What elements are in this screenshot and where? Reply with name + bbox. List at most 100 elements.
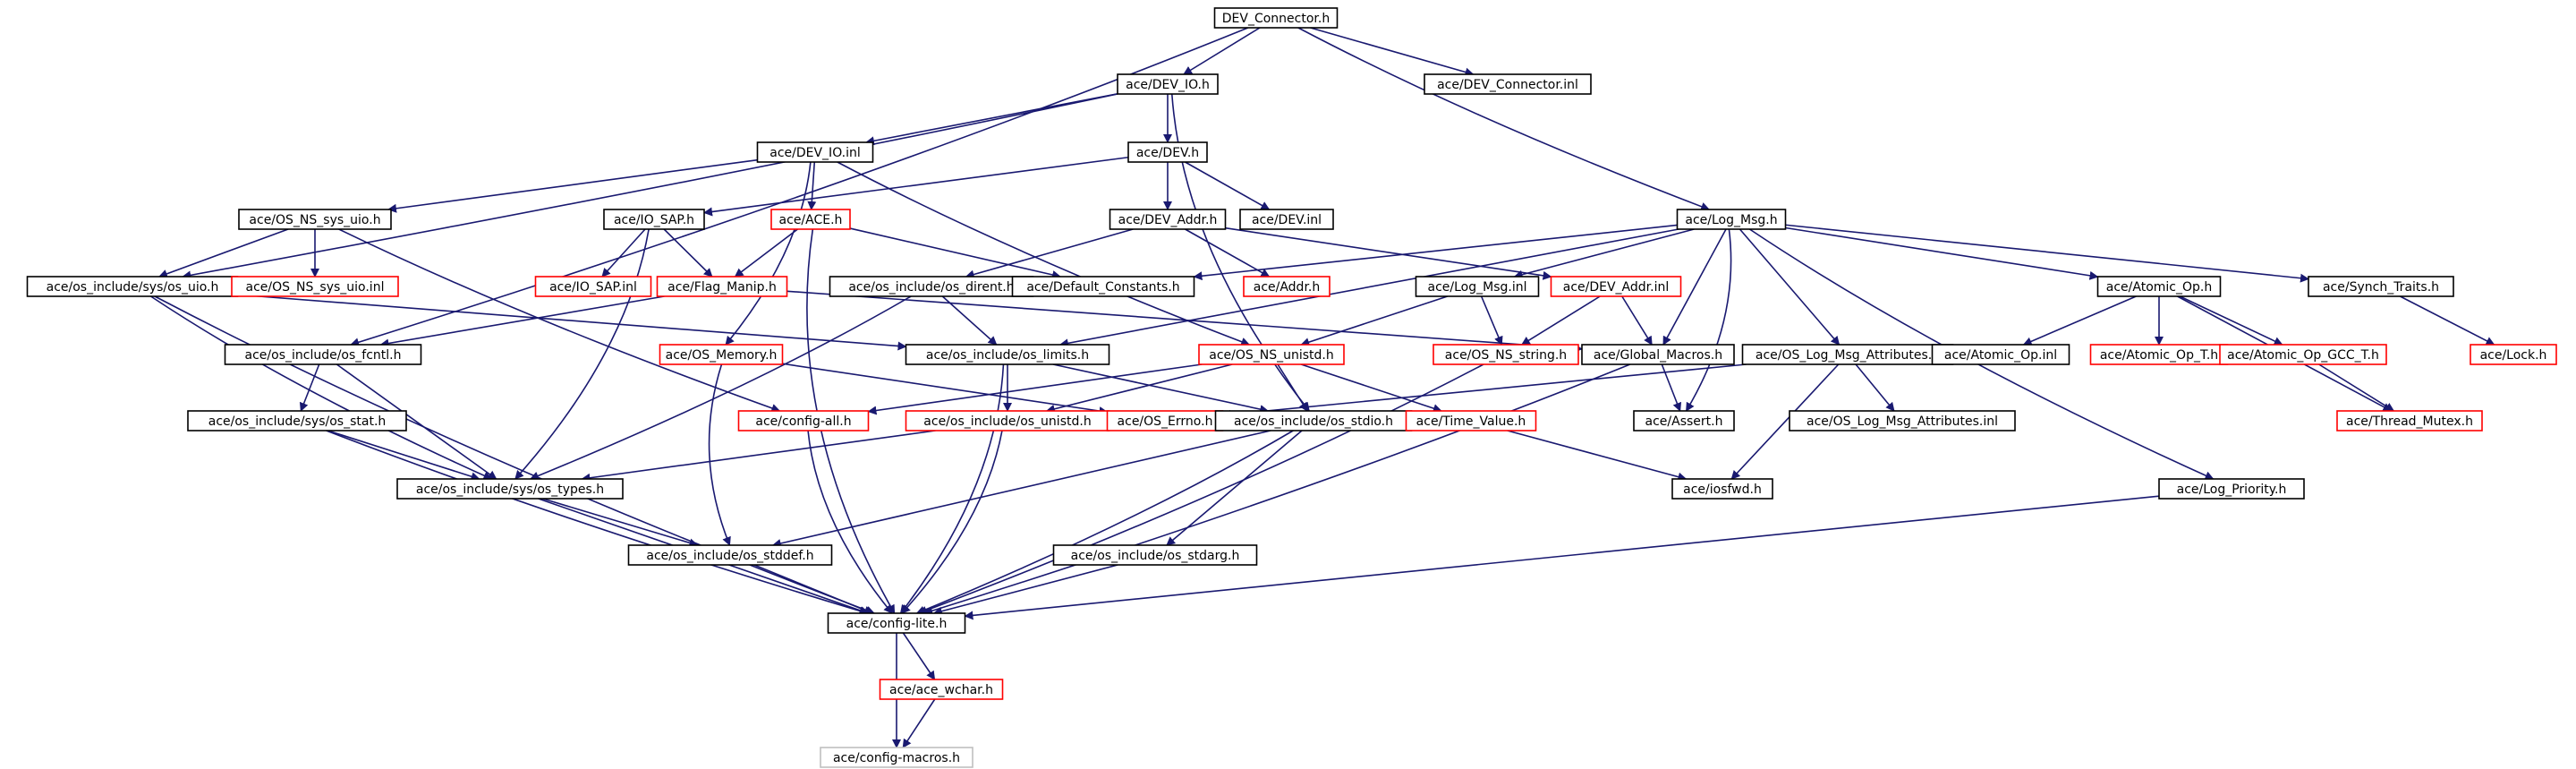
edge-dev_addr_inl-to-global_macros_h bbox=[1621, 295, 1653, 346]
node-label: ace/Atomic_Op_GCC_T.h bbox=[2227, 348, 2379, 363]
node-dev-io-h[interactable]: ace/DEV_IO.h bbox=[1117, 73, 1219, 95]
edge-log_msg_h-to-default_constants_h bbox=[1193, 224, 1678, 281]
node-default-constants-h[interactable]: ace/Default_Constants.h bbox=[1011, 276, 1195, 297]
node-os-errno-h[interactable]: ace/OS_Errno.h bbox=[1106, 410, 1224, 431]
node-box bbox=[231, 276, 399, 297]
node-box bbox=[656, 276, 788, 297]
node-log-msg-inl[interactable]: ace/Log_Msg.inl bbox=[1415, 276, 1540, 297]
edge-sys_uio_h-to-sys_os_types_h bbox=[150, 295, 493, 480]
node-box bbox=[1198, 344, 1345, 365]
node-label: ace/config-lite.h bbox=[846, 617, 948, 631]
node-dev-h[interactable]: ace/DEV.h bbox=[1127, 141, 1208, 163]
node-io-sap-inl[interactable]: ace/IO_SAP.inl bbox=[534, 276, 652, 297]
node-label: ace/os_include/sys/os_stat.h bbox=[208, 414, 387, 429]
node-label: ace/OS_Log_Msg_Attributes.inl bbox=[1807, 414, 1998, 429]
node-lock-h[interactable]: ace/Lock.h bbox=[2470, 344, 2557, 365]
node-os-ns-sys-uio-inl[interactable]: ace/OS_NS_sys_uio.inl bbox=[231, 276, 399, 297]
node-os-ns-sys-uio-h[interactable]: ace/OS_NS_sys_uio.h bbox=[238, 209, 392, 230]
node-box bbox=[224, 344, 422, 365]
node-synch-traits-h[interactable]: ace/Synch_Traits.h bbox=[2308, 276, 2454, 297]
node-box bbox=[1789, 410, 2016, 431]
node-box bbox=[2158, 478, 2305, 500]
node-dev-io-inl[interactable]: ace/DEV_IO.inl bbox=[756, 141, 874, 163]
node-flag-manip-h[interactable]: ace/Flag_Manip.h bbox=[656, 276, 788, 297]
node-global-macros-h[interactable]: ace/Global_Macros.h bbox=[1581, 344, 1735, 365]
edge-dev_addr_h-to-addr_h bbox=[1185, 228, 1271, 278]
node-thread-mutex-h[interactable]: ace/Thread_Mutex.h bbox=[2336, 410, 2483, 431]
node-os-stddef-h[interactable]: ace/os_include/os_stddef.h bbox=[627, 544, 833, 566]
node-atomic-op-inl[interactable]: ace/Atomic_Op.inl bbox=[1931, 344, 2070, 365]
node-os-ns-string-h[interactable]: ace/OS_NS_string.h bbox=[1433, 344, 1579, 365]
edge-dev_h-to-io_sap_h bbox=[703, 156, 1129, 217]
node-os-dirent-h[interactable]: ace/os_include/os_dirent.h bbox=[829, 276, 1034, 297]
edge-global_macros_h-to-assert_h bbox=[1661, 363, 1682, 412]
node-box bbox=[1243, 276, 1331, 297]
node-box bbox=[238, 209, 392, 230]
node-box bbox=[1415, 276, 1540, 297]
node-atomic-op-h[interactable]: ace/Atomic_Op.h bbox=[2096, 276, 2222, 297]
node-sys-os-stat-h[interactable]: ace/os_include/sys/os_stat.h bbox=[187, 410, 407, 431]
edge-os_ns_unistd_h-to-os_stdio_h bbox=[1277, 363, 1308, 412]
node-label: ace/DEV_IO.h bbox=[1126, 78, 1210, 92]
edge-log_msg_h-to-assert_h bbox=[1685, 228, 1732, 412]
node-layer: DEV_Connector.h ace/DEV_IO.h ace/DEV_Conne… bbox=[26, 7, 2557, 768]
node-label: ace/os_include/os_fcntl.h bbox=[245, 348, 402, 363]
node-label: ace/DEV.h bbox=[1136, 146, 1199, 160]
node-os-stdio-h[interactable]: ace/os_include/os_stdio.h bbox=[1214, 410, 1413, 431]
node-os-unistd-h[interactable]: ace/os_include/os_unistd.h bbox=[905, 410, 1110, 431]
node-box bbox=[396, 478, 624, 500]
node-os-limits-h[interactable]: ace/os_include/os_limits.h bbox=[905, 344, 1110, 365]
edge-synch_traits_h-to-lock_h bbox=[2400, 295, 2495, 346]
node-os-memory-h[interactable]: ace/OS_Memory.h bbox=[659, 344, 784, 365]
node-iosfwd-h[interactable]: ace/iosfwd.h bbox=[1671, 478, 1773, 500]
node-atomic-op-t-h[interactable]: ace/Atomic_Op_T.h bbox=[2089, 344, 2229, 365]
node-label: ace/os_include/sys/os_types.h bbox=[416, 483, 604, 497]
node-dev-connector-inl[interactable]: ace/DEV_Connector.inl bbox=[1424, 73, 1592, 95]
node-label: ace/Synch_Traits.h bbox=[2323, 280, 2439, 295]
node-os-fcntl-h[interactable]: ace/os_include/os_fcntl.h bbox=[224, 344, 422, 365]
node-os-stdarg-h[interactable]: ace/os_include/os_stdarg.h bbox=[1052, 544, 1258, 566]
edge-log_msg_h-to-synch_traits_h bbox=[1785, 224, 2309, 283]
node-assert-h[interactable]: ace/Assert.h bbox=[1633, 410, 1735, 431]
node-box bbox=[1052, 544, 1258, 566]
node-box bbox=[1676, 209, 1787, 230]
node-time-value-h[interactable]: ace/Time_Value.h bbox=[1405, 410, 1537, 431]
node-io-sap-h[interactable]: ace/IO_SAP.h bbox=[603, 209, 705, 230]
node-dev-addr-inl[interactable]: ace/DEV_Addr.inl bbox=[1550, 276, 1682, 297]
edge-os_dirent_h-to-os_limits_h bbox=[941, 295, 998, 346]
node-atomic-op-gcc-t-h[interactable]: ace/Atomic_Op_GCC_T.h bbox=[2219, 344, 2387, 365]
node-label: ace/IO_SAP.h bbox=[614, 213, 694, 227]
node-os-ns-unistd-h[interactable]: ace/OS_NS_unistd.h bbox=[1198, 344, 1345, 365]
edge-dev_io_inl-to-ace_h bbox=[807, 161, 817, 210]
node-log-priority-h[interactable]: ace/Log_Priority.h bbox=[2158, 478, 2305, 500]
node-label: ace/OS_Log_Msg_Attributes.h bbox=[1756, 348, 1940, 363]
edge-dev_h-to-dev_inl bbox=[1185, 161, 1271, 210]
node-dev-connector-h[interactable]: DEV_Connector.h bbox=[1213, 7, 1339, 29]
node-ace-h[interactable]: ace/ACE.h bbox=[770, 209, 851, 230]
node-dev-inl[interactable]: ace/DEV.inl bbox=[1239, 209, 1334, 230]
node-label: ace/Thread_Mutex.h bbox=[2346, 414, 2473, 429]
node-label: ace/config-all.h bbox=[755, 414, 851, 429]
node-config-macros-h[interactable]: ace/config-macros.h bbox=[820, 747, 973, 768]
node-label: ace/Atomic_Op.inl bbox=[1944, 348, 2057, 363]
node-config-lite-h[interactable]: ace/config-lite.h bbox=[827, 612, 966, 634]
node-os-log-msg-attributes-h[interactable]: ace/OS_Log_Msg_Attributes.h bbox=[1741, 344, 1954, 365]
edge-os_stdarg_h-to-config_lite_h bbox=[932, 564, 1118, 616]
node-box bbox=[1011, 276, 1195, 297]
node-label: ace/OS_NS_unistd.h bbox=[1209, 348, 1334, 363]
node-sys-uio-h[interactable]: ace/os_include/sys/os_uio.h bbox=[26, 276, 239, 297]
node-addr-h[interactable]: ace/Addr.h bbox=[1243, 276, 1331, 297]
node-ace-wchar-h[interactable]: ace/ace_wchar.h bbox=[879, 679, 1004, 700]
node-dev-addr-h[interactable]: ace/DEV_Addr.h bbox=[1109, 209, 1227, 230]
node-os-log-msg-attributes-inl[interactable]: ace/OS_Log_Msg_Attributes.inl bbox=[1789, 410, 2016, 431]
edge-dev_io_h-to-os_stdio_h bbox=[1170, 93, 1310, 412]
node-sys-os-types-h[interactable]: ace/os_include/sys/os_types.h bbox=[396, 478, 624, 500]
edge-sys_uio_h-to-os_limits_h bbox=[237, 294, 907, 351]
edge-os_stdio_h-to-config_lite_h bbox=[915, 430, 1294, 615]
edge-dev_io_inl-to-os_ns_sys_uio_h bbox=[387, 158, 758, 213]
node-config-all-h[interactable]: ace/config-all.h bbox=[737, 410, 870, 431]
node-log-msg-h[interactable]: ace/Log_Msg.h bbox=[1676, 209, 1787, 230]
edge-config_all_h-to-config_lite_h bbox=[807, 430, 893, 614]
node-label: ace/Lock.h bbox=[2480, 348, 2547, 363]
edge-ace_wchar_h-to-config_macros_h bbox=[902, 698, 936, 748]
